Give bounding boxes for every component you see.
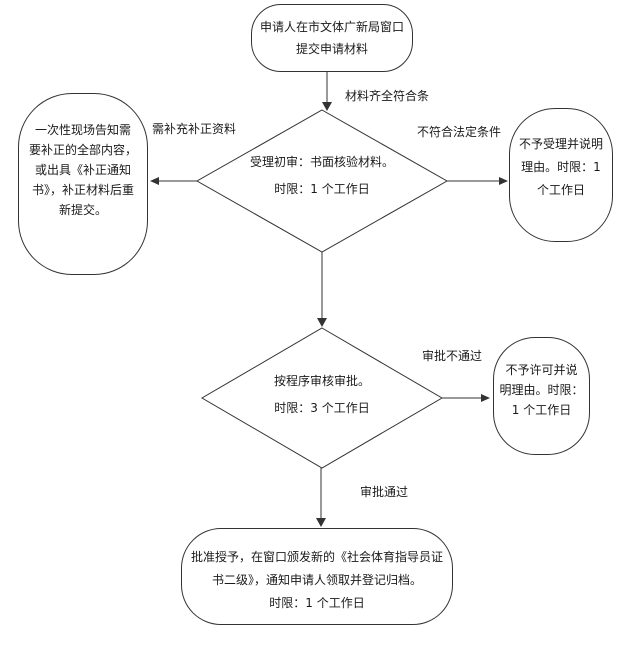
left-result-line3: 或出具《补正通知 xyxy=(34,163,131,177)
result-supplement-correction: 一次性现场告知需 要补正的全部内容， 或出具《补正通知 书》，补正材料后重 新提… xyxy=(18,93,148,275)
decision2-line2: 时限：3 个工作日 xyxy=(274,401,370,415)
connector-start-to-decision1 xyxy=(322,72,332,111)
decision2-approval-review: 按程序审核审批。 时限：3 个工作日 xyxy=(202,368,442,422)
decision2-line1: 按程序审核审批。 xyxy=(273,374,370,388)
left-result-line5: 新提交。 xyxy=(58,203,107,217)
result-not-accepted: 不予受理并说明 理由。时限：1 个工作日 xyxy=(509,108,613,242)
start-node-line2: 提交申请材料 xyxy=(295,42,368,56)
left-result-line4: 书》，补正材料后重 xyxy=(31,183,134,197)
connector-decision2-to-end xyxy=(316,468,326,527)
connector-decision1-to-decision2 xyxy=(317,252,327,327)
decision1-line1: 受理初审：书面核验材料。 xyxy=(249,155,394,169)
left-result-line1: 一次性现场告知需 xyxy=(34,123,131,137)
connector-decision2-to-right-result2 xyxy=(442,394,490,402)
right-result2-line1: 不予许可并说 xyxy=(505,363,578,377)
connector-decision1-to-right-result1 xyxy=(447,177,508,185)
decision1-line2: 时限：1 个工作日 xyxy=(274,182,370,196)
end-node-approve-issue: 批准授予，在窗口颁发新的《社会体育指导员证 书二级》，通知申请人领取并登记归档。… xyxy=(181,528,453,625)
right-result2-line2: 明理由。时限： xyxy=(499,383,584,397)
edge-label-materials-complete: 材料齐全符合条 xyxy=(345,89,430,103)
start-node: 申请人在市文体广新局窗口 提交申请材料 xyxy=(251,4,413,72)
decision2-diamond xyxy=(201,327,443,469)
end-node-line1: 批准授予，在窗口颁发新的《社会体育指导员证 xyxy=(190,550,443,564)
end-node-line3: 时限：1 个工作日 xyxy=(269,596,365,610)
edge-label-approval-pass: 审批通过 xyxy=(360,485,409,499)
edge-label-not-meet-legal: 不符合法定条件 xyxy=(417,125,502,139)
connector-decision1-to-left-result xyxy=(150,177,197,185)
right-result2-line3: 1 个工作日 xyxy=(511,403,572,417)
edge-label-approval-fail: 审批不通过 xyxy=(422,349,483,363)
right-result1-line3: 个工作日 xyxy=(536,183,585,197)
result-not-permitted: 不予许可并说 明理由。时限： 1 个工作日 xyxy=(493,337,590,455)
start-node-line1: 申请人在市文体广新局窗口 xyxy=(259,20,404,34)
decision1-initial-review: 受理初审：书面核验材料。 时限：1 个工作日 xyxy=(197,149,447,203)
end-node-line2: 书二级》，通知申请人领取并登记归档。 xyxy=(211,573,422,587)
edge-label-need-supplement: 需补充补正资料 xyxy=(152,122,237,136)
right-result1-line1: 不予受理并说明 xyxy=(518,137,603,151)
right-result1-line2: 理由。时限：1 xyxy=(521,160,601,174)
left-result-line2: 要补正的全部内容， xyxy=(28,143,137,157)
